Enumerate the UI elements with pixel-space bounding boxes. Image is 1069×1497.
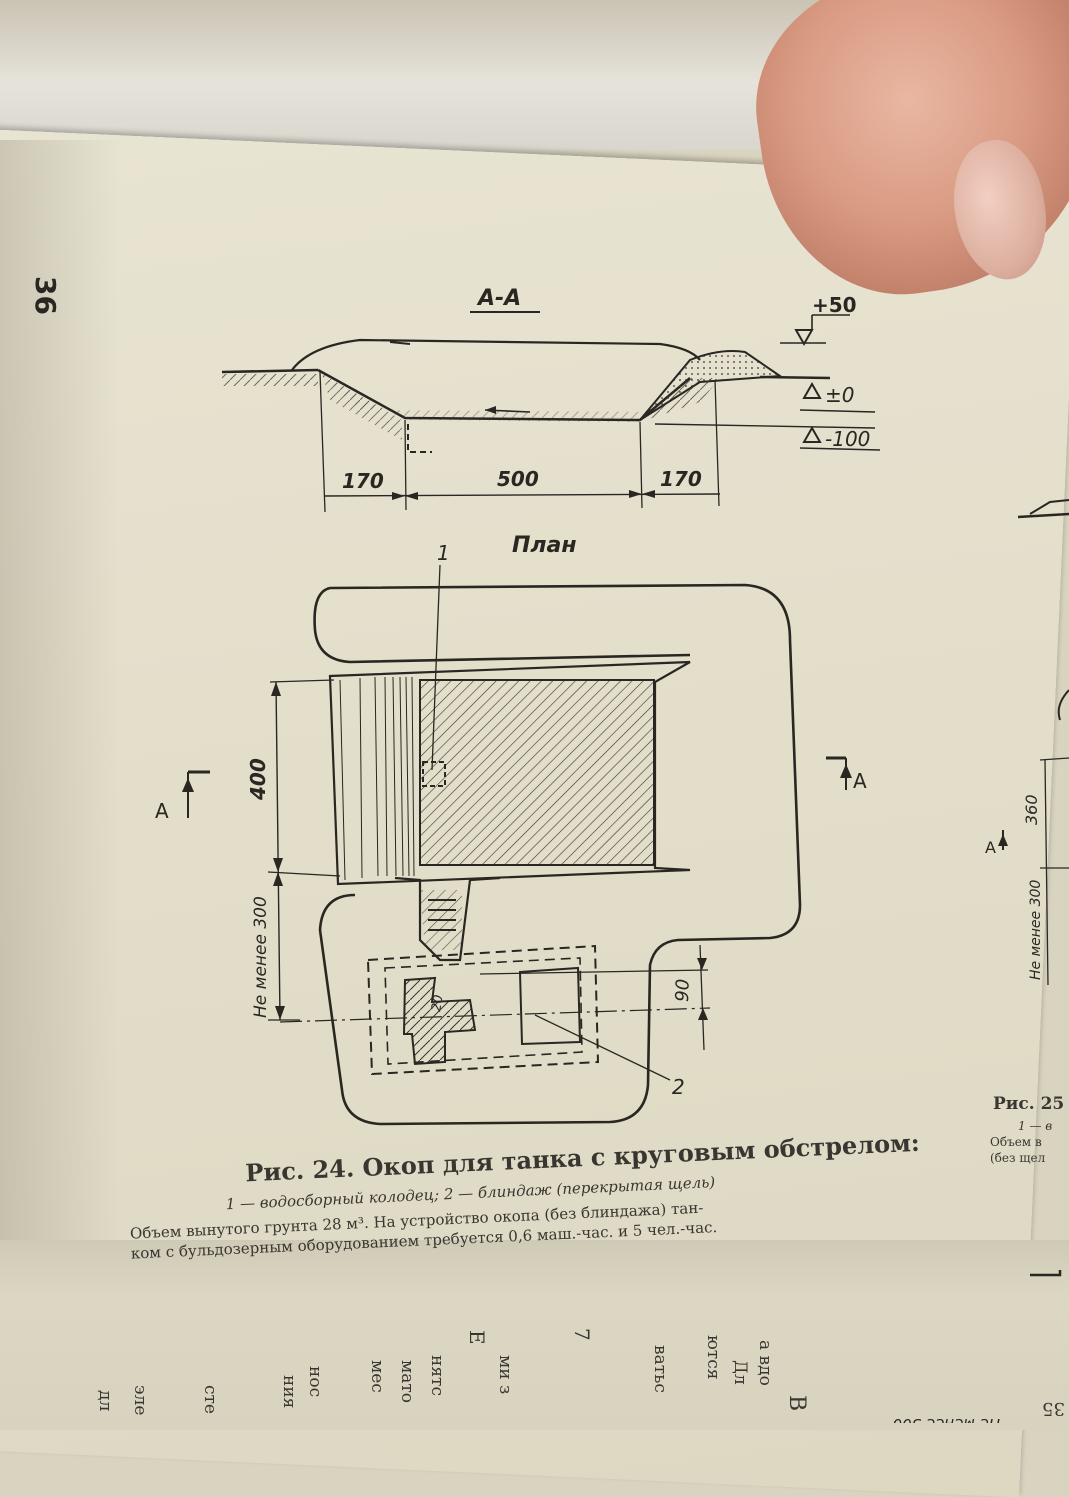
svg-text:эле: эле	[130, 1385, 150, 1415]
facing-page	[0, 1240, 1069, 1430]
svg-text:ватьс: ватьс	[650, 1345, 670, 1393]
next-figure-line2: Объем в	[990, 1135, 1042, 1149]
tank-outline	[291, 338, 701, 371]
facing-footer-dim: Не менее 300	[893, 1415, 1000, 1423]
next-cut-mark: А	[985, 838, 996, 857]
dim-right: 170	[660, 467, 702, 491]
direction-arrow	[485, 406, 496, 414]
svg-text:нятс: нятс	[427, 1355, 447, 1396]
level-bottom: -100	[825, 427, 870, 451]
cut-mark-left: А	[155, 799, 169, 823]
level-zero: ±0	[825, 383, 854, 407]
dugout-chamber	[518, 966, 582, 1046]
svg-text:а вдо: а вдо	[755, 1340, 775, 1386]
svg-text:В: В	[784, 1395, 809, 1411]
pit-frame	[328, 660, 691, 886]
svg-text:ми з: ми з	[495, 1355, 515, 1394]
parapet-mound	[639, 350, 783, 421]
svg-text:дл: дл	[95, 1390, 115, 1411]
level-marker-top	[794, 329, 814, 347]
access-trench	[394, 876, 501, 962]
water-pit-plan	[422, 761, 446, 787]
next-figure-line1: 1 — в	[1018, 1119, 1052, 1133]
dim-middle: 500	[497, 467, 539, 491]
callout-2: 2	[672, 1075, 685, 1099]
level-marker-bottom	[802, 425, 822, 443]
trench-outline	[318, 583, 802, 1126]
water-pit-section	[407, 424, 432, 453]
dimension-line-section	[324, 493, 721, 497]
next-dim-300: Не менее 300	[1028, 880, 1044, 980]
svg-text:Дл: Дл	[730, 1360, 750, 1385]
next-figure-title: Рис. 25	[993, 1094, 1064, 1114]
soil-hatch-left	[222, 374, 318, 386]
callout-1: 1	[437, 541, 450, 565]
level-top: +50	[812, 293, 857, 317]
dim-90: 90	[672, 979, 694, 1003]
svg-text:ются: ются	[703, 1335, 723, 1379]
level-marker-zero	[802, 381, 822, 399]
facing-page-text: В а вдо Дл ются ватьс ми з нятс мато мес…	[95, 1270, 1065, 1423]
svg-text:мато: мато	[397, 1360, 417, 1403]
svg-text:сте: сте	[200, 1385, 220, 1414]
slope-lines	[339, 676, 415, 881]
axis-line	[279, 1007, 711, 1023]
cut-mark-right: А	[853, 769, 867, 793]
technical-drawing: 36 А-А +50 ±0 -100 170 500 170 План	[29, 276, 1069, 1423]
dim-inner: 20	[429, 994, 447, 1013]
dugout-outline	[366, 944, 600, 1076]
dim-left: 170	[342, 469, 384, 493]
page-shadow	[0, 140, 120, 1430]
dim-300: Не менее 300	[251, 896, 271, 1018]
section-label: А-А	[476, 286, 521, 311]
svg-text:мес: мес	[367, 1360, 387, 1393]
dim-400: 400	[246, 758, 270, 801]
svg-text:нос: нос	[305, 1366, 325, 1397]
ground-line-left	[221, 368, 319, 374]
next-dim-360: 360	[1022, 794, 1041, 825]
facing-footer-page: 35	[1042, 1398, 1065, 1419]
svg-text:7: 7	[570, 1328, 594, 1341]
pit-soil	[318, 372, 650, 422]
page-number: 36	[29, 276, 62, 315]
next-figure-line3: (без щел	[990, 1151, 1046, 1165]
plan-label: План	[512, 533, 577, 558]
svg-text:ния: ния	[279, 1375, 299, 1408]
dimension-line-plan	[275, 681, 281, 1021]
pit-floor	[419, 679, 655, 866]
shelter-cross	[402, 976, 477, 1066]
svg-text:Е: Е	[465, 1330, 489, 1345]
next-figure: 360 Не менее 300 А Рис. 25 1 — в Объем в…	[985, 499, 1069, 1165]
